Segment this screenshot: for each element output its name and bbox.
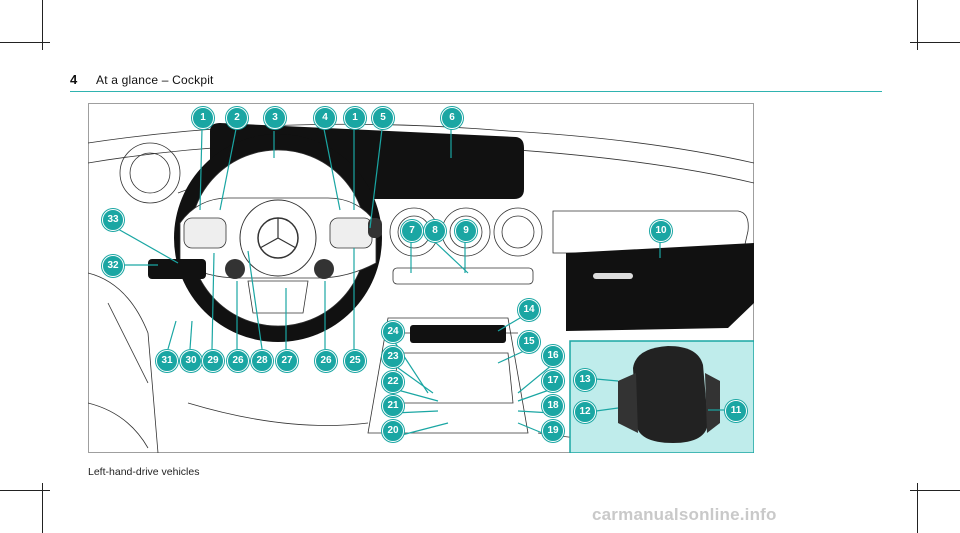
callout-marker: 28 <box>251 350 273 372</box>
watermark: carmanualsonline.info <box>592 505 777 524</box>
figure-caption: Left-hand-drive vehicles <box>88 466 200 478</box>
callout-marker: 13 <box>574 369 596 391</box>
callout-marker: 4 <box>314 107 336 129</box>
callout-marker: 20 <box>382 420 404 442</box>
page-number: 4 <box>70 72 78 87</box>
callout-marker: 8 <box>424 220 446 242</box>
crop-mark <box>917 0 918 50</box>
callout-marker: 21 <box>382 395 404 417</box>
callout-marker: 30 <box>180 350 202 372</box>
callout-marker: 17 <box>542 370 564 392</box>
callout-marker: 19 <box>542 420 564 442</box>
callout-marker: 27 <box>276 350 298 372</box>
page-header: 4 At a glance – Cockpit <box>70 72 882 94</box>
callout-marker: 1 <box>192 107 214 129</box>
crop-mark <box>42 483 43 533</box>
crop-mark <box>910 490 960 491</box>
callout-marker: 24 <box>382 321 404 343</box>
callout-marker: 33 <box>102 209 124 231</box>
callout-marker: 23 <box>382 346 404 368</box>
callout-marker: 16 <box>542 345 564 367</box>
callout-marker: 3 <box>264 107 286 129</box>
callout-marker: 26 <box>227 350 249 372</box>
crop-mark <box>910 42 960 43</box>
callout-marker: 5 <box>372 107 394 129</box>
callout-marker: 11 <box>725 400 747 422</box>
callout-marker: 9 <box>455 220 477 242</box>
callout-marker: 26 <box>315 350 337 372</box>
cockpit-illustration: 1 2 3 4 1 5 6 33 32 7 8 9 10 14 24 15 23… <box>88 103 754 453</box>
crop-mark <box>0 42 50 43</box>
callout-marker: 14 <box>518 299 540 321</box>
callout-marker: 25 <box>344 350 366 372</box>
callout-marker: 12 <box>574 401 596 423</box>
callout-marker: 6 <box>441 107 463 129</box>
crop-mark <box>42 0 43 50</box>
callout-marker: 7 <box>401 220 423 242</box>
callout-marker: 22 <box>382 371 404 393</box>
page-title: At a glance – Cockpit <box>96 73 214 87</box>
callout-marker: 1 <box>344 107 366 129</box>
header-rule <box>70 91 882 92</box>
callout-marker: 10 <box>650 220 672 242</box>
callout-marker: 29 <box>202 350 224 372</box>
callout-marker: 15 <box>518 331 540 353</box>
callout-marker: 32 <box>102 255 124 277</box>
callout-marker: 31 <box>156 350 178 372</box>
callout-marker: 2 <box>226 107 248 129</box>
cockpit-drawing <box>88 103 754 453</box>
crop-mark <box>0 490 50 491</box>
callout-marker: 18 <box>542 395 564 417</box>
crop-mark <box>917 483 918 533</box>
